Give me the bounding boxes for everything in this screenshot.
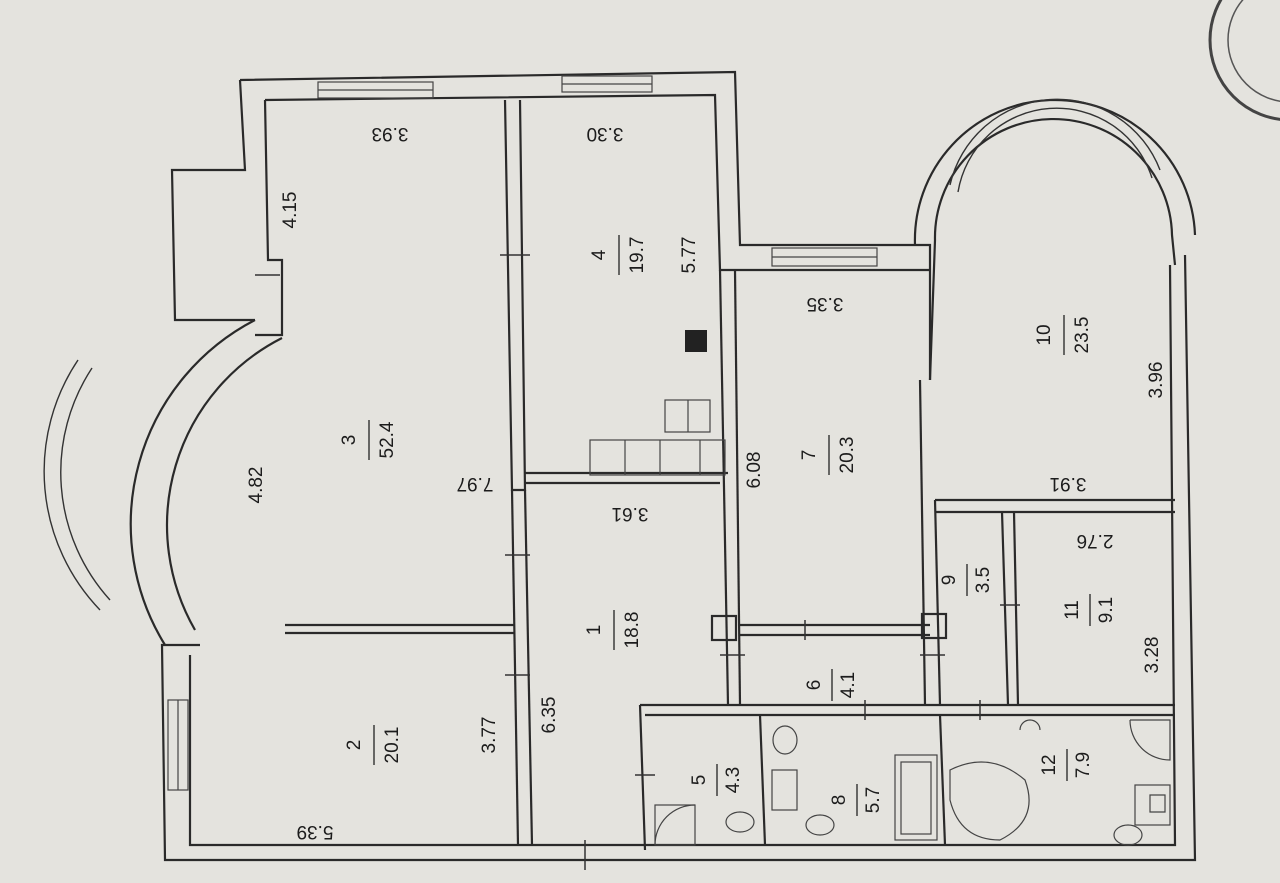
room-7-label: 7 20.3 <box>799 435 858 475</box>
dim-635: 6.35 <box>539 697 560 734</box>
dim-396: 3.96 <box>1146 362 1167 399</box>
dim-797: 7.97 <box>457 473 494 494</box>
dim-482: 4.82 <box>246 467 267 504</box>
arch-room-10 <box>913 98 1197 381</box>
svg-text:4.1: 4.1 <box>838 672 859 698</box>
door-markers <box>255 254 1020 870</box>
svg-text:3.5: 3.5 <box>973 567 994 593</box>
kitchen-fixtures <box>589 330 726 476</box>
stamp-seal <box>1208 0 1280 121</box>
svg-text:9.1: 9.1 <box>1096 597 1117 623</box>
room-8-label: 8 5.7 <box>829 784 884 816</box>
dim-539: 5.39 <box>297 821 334 842</box>
svg-text:7: 7 <box>799 450 820 461</box>
room-12-label: 12 7.9 <box>1039 749 1094 781</box>
interior-walls <box>285 99 1175 851</box>
svg-text:5: 5 <box>689 775 710 786</box>
svg-text:3: 3 <box>339 435 360 446</box>
room-10-label: 10 23.5 <box>1034 315 1093 355</box>
dim-276: 2.76 <box>1077 530 1114 551</box>
room-4-label: 4 19.7 <box>589 235 648 275</box>
room-labels: 1 18.8 2 20.1 3 52.4 4 19.7 5 4.3 6 4.1 <box>339 235 1117 816</box>
bay-window-left <box>43 319 283 646</box>
dim-577: 5.77 <box>679 237 700 274</box>
room-6-label: 6 4.1 <box>804 669 859 701</box>
svg-text:4: 4 <box>589 249 610 260</box>
svg-text:52.4: 52.4 <box>377 421 398 458</box>
svg-text:20.3: 20.3 <box>837 437 858 474</box>
room-11-label: 11 9.1 <box>1062 594 1117 626</box>
room-5-label: 5 4.3 <box>689 764 744 796</box>
outer-walls <box>160 70 1197 862</box>
dim-330: 3.30 <box>587 123 624 144</box>
dim-328: 3.28 <box>1142 637 1163 674</box>
svg-text:12: 12 <box>1039 754 1060 775</box>
dim-391: 3.91 <box>1050 473 1087 494</box>
stove-icon <box>685 330 707 352</box>
svg-text:18.8: 18.8 <box>622 612 643 649</box>
svg-text:10: 10 <box>1034 324 1055 345</box>
svg-text:20.1: 20.1 <box>382 727 403 764</box>
dimension-labels: 3.93 3.30 4.15 5.77 3.35 4.82 7.97 3.61 … <box>246 123 1167 842</box>
svg-text:8: 8 <box>829 795 850 806</box>
dim-393: 3.93 <box>372 123 409 144</box>
svg-text:1: 1 <box>584 625 605 636</box>
svg-text:7.9: 7.9 <box>1073 752 1094 778</box>
room-9-label: 9 3.5 <box>939 564 994 596</box>
room-1-label: 1 18.8 <box>584 610 643 650</box>
dim-608: 6.08 <box>744 452 765 489</box>
room-2-label: 2 20.1 <box>344 725 403 765</box>
dim-361: 3.61 <box>612 503 649 524</box>
svg-text:19.7: 19.7 <box>627 237 648 274</box>
dim-415: 4.15 <box>280 192 301 229</box>
svg-text:5.7: 5.7 <box>863 787 884 813</box>
svg-text:23.5: 23.5 <box>1072 317 1093 354</box>
room-3-label: 3 52.4 <box>339 420 398 460</box>
svg-text:6: 6 <box>804 680 825 691</box>
windows <box>167 75 878 791</box>
svg-text:2: 2 <box>344 740 365 751</box>
dim-377: 3.77 <box>479 717 500 754</box>
svg-text:4.3: 4.3 <box>723 767 744 793</box>
bath-fixtures <box>654 719 1171 846</box>
svg-text:9: 9 <box>939 575 960 586</box>
dim-335: 3.35 <box>807 293 844 314</box>
svg-text:11: 11 <box>1062 600 1083 620</box>
